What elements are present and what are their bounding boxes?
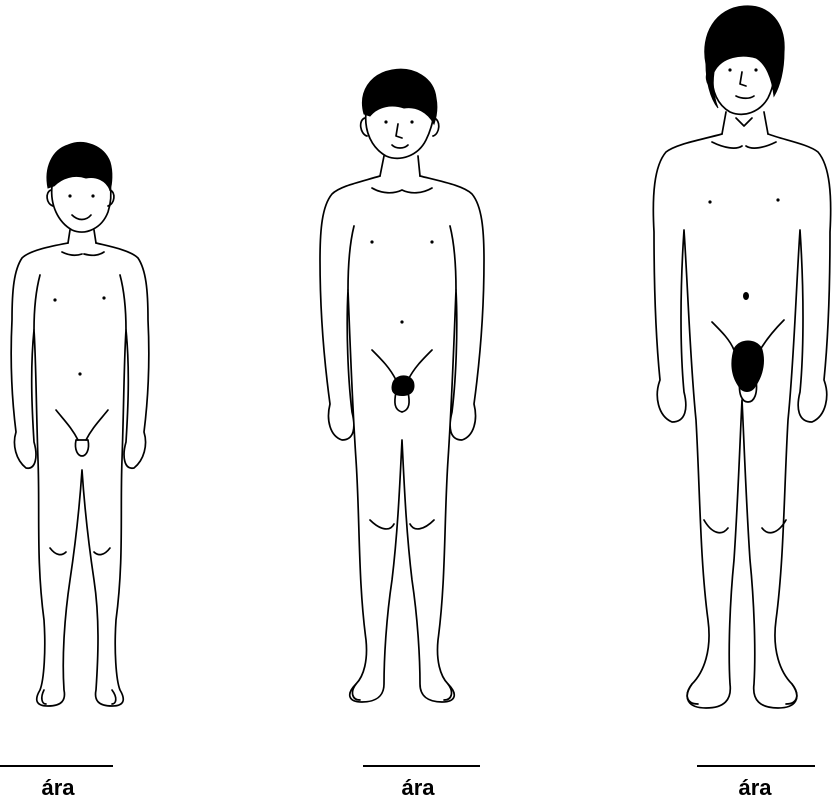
mouth [736,96,754,98]
hair [362,69,436,124]
pubic-hair [731,341,764,393]
label-rule-3 [697,765,815,767]
body-outline [11,243,149,706]
figure-label-1: ára [0,774,118,802]
mouth [392,145,408,148]
figure-label-2: ára [358,774,478,802]
label-rule-1 [0,765,113,767]
head-outline [52,184,111,232]
navel [743,292,749,300]
head-outline [366,110,434,158]
figure-boy-stage-3 [653,6,830,708]
mouth [72,215,91,220]
hair [705,6,784,108]
figure-label-3: ára [695,774,815,802]
groin [56,410,108,440]
figure-boy-stage-2 [320,69,484,702]
hair [47,142,112,190]
body-outline [320,176,484,702]
figure-boy-stage-1 [11,142,149,706]
groin [372,350,432,380]
label-rule-2 [363,765,480,767]
body-outline [653,134,830,708]
neck [722,112,768,134]
